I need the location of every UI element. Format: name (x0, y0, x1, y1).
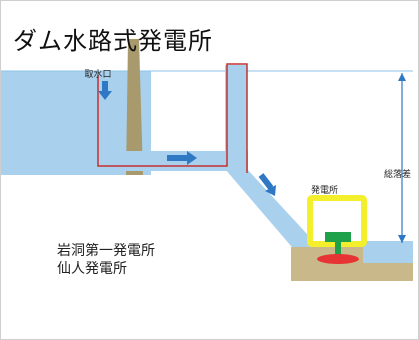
total-head-label: 総落差 (384, 170, 412, 180)
penstock (225, 169, 319, 253)
station-names: 岩洞第一発電所 仙人発電所 (57, 242, 155, 278)
generator-icon (325, 232, 351, 242)
power-plant-label: 発電所 (311, 186, 339, 196)
intake-down-arrow-icon (98, 81, 112, 100)
powerhouse-base (291, 247, 363, 281)
turbine-icon (317, 254, 359, 264)
surge-tank (225, 65, 247, 171)
dam-body (126, 39, 143, 175)
waterway-outline (97, 63, 248, 173)
intake-label: 取水口 (84, 70, 112, 80)
tunnel-flow-arrow-icon (167, 151, 197, 165)
total-head-arrow-top-icon (398, 73, 406, 81)
station-name: 岩洞第一発電所 (57, 243, 155, 259)
generator-shaft (335, 241, 341, 255)
station-name: 仙人発電所 (57, 261, 127, 277)
total-head-arrow-bottom-icon (398, 235, 406, 243)
penstock-flow-arrow-icon (258, 173, 276, 196)
page-title: ダム水路式発電所 (13, 27, 213, 55)
tailrace-bed (363, 263, 413, 281)
